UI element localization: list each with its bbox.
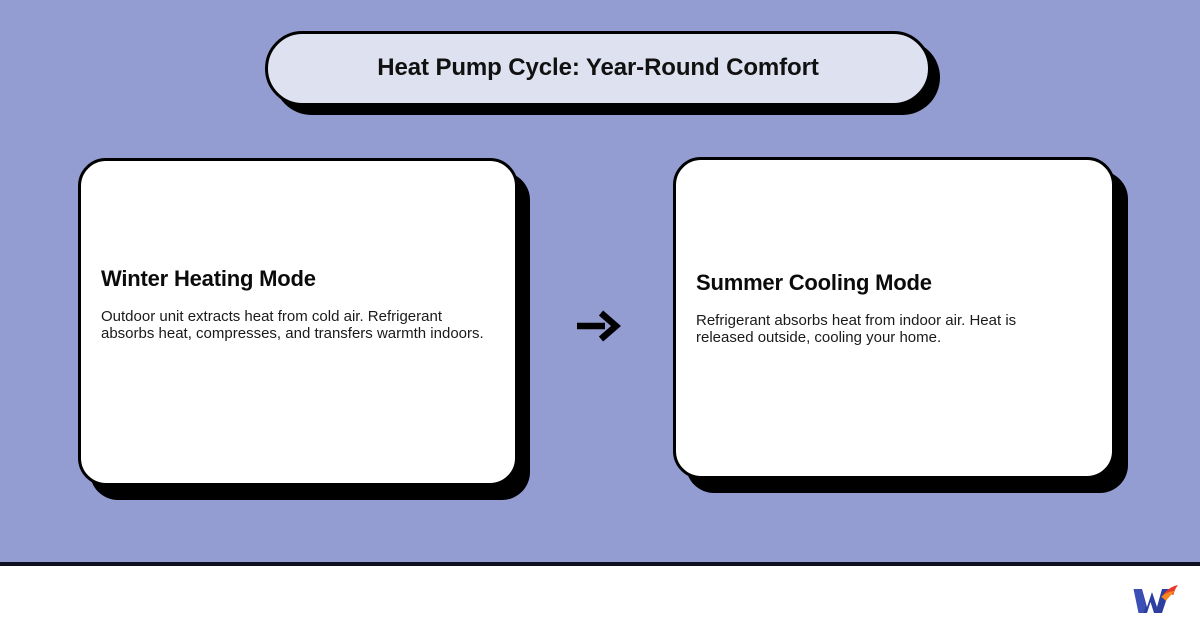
step-description: Refrigerant absorbs heat from indoor air… <box>696 312 1017 346</box>
arrow-right-icon <box>566 300 630 352</box>
step-card-summer-cooling-mode[interactable]: Summer Cooling Mode Refrigerant absorbs … <box>673 157 1115 479</box>
step-description: Outdoor unit extracts heat from cold air… <box>101 308 484 342</box>
infographic-stage: Heat Pump Cycle: Year-Round Comfort Wint… <box>0 0 1200 562</box>
title-pill: Heat Pump Cycle: Year-Round Comfort <box>265 31 931 106</box>
page-title: Heat Pump Cycle: Year-Round Comfort <box>377 54 819 82</box>
step-title: Winter Heating Mode <box>101 266 316 291</box>
w-flame-logo-icon <box>1130 580 1184 618</box>
step-card-content: Summer Cooling Mode Refrigerant absorbs … <box>676 270 1112 346</box>
step-card-content: Winter Heating Mode Outdoor unit extract… <box>81 266 515 342</box>
footer-bar <box>0 562 1200 630</box>
step-title: Summer Cooling Mode <box>696 270 932 295</box>
step-card-winter-heating-mode[interactable]: Winter Heating Mode Outdoor unit extract… <box>78 158 518 486</box>
